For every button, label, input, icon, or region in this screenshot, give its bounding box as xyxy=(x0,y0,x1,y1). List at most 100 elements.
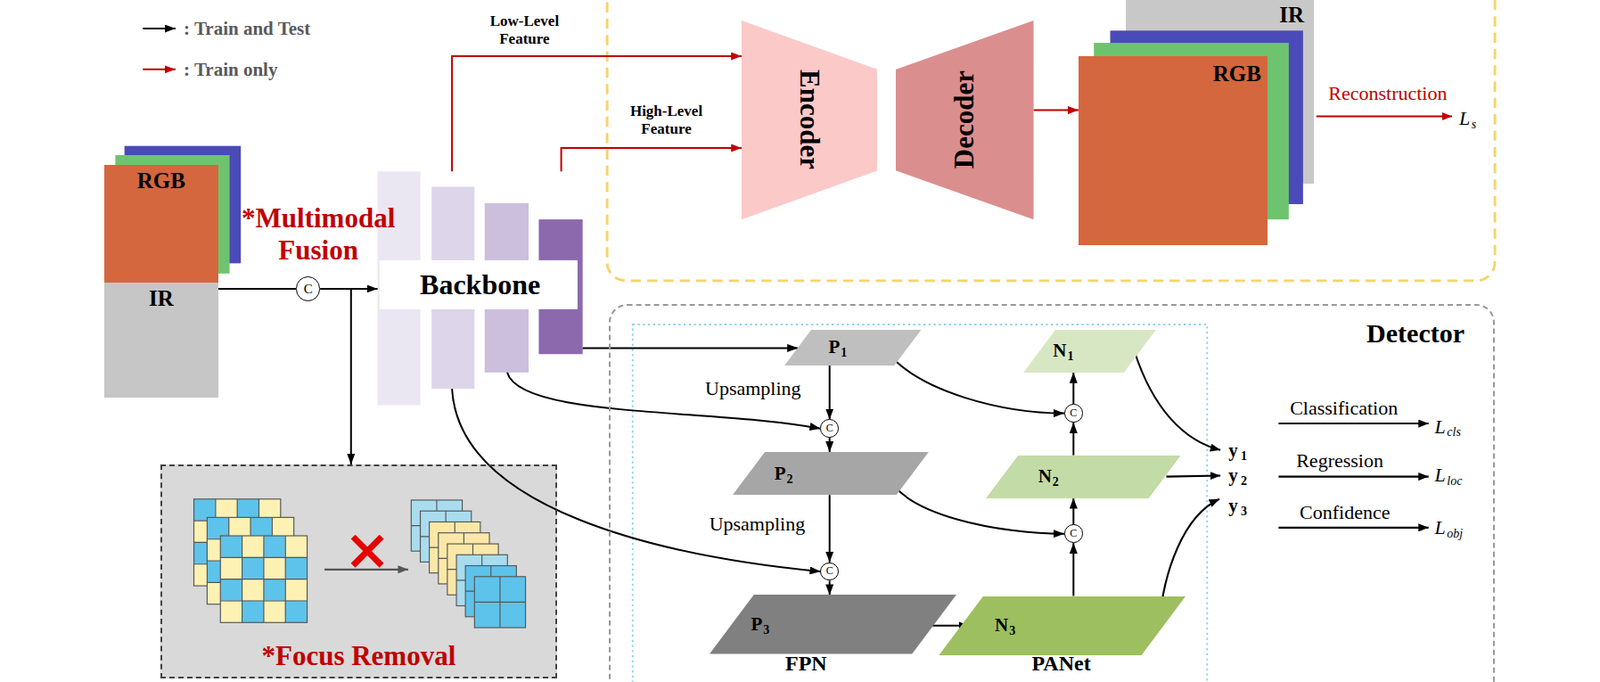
node-text: Decoder xyxy=(949,70,980,169)
detector-region: DetectorP1CP2CP3N1CN2CN3 xyxy=(608,303,1495,682)
connector xyxy=(1072,498,1075,526)
node-text: N xyxy=(994,615,1009,636)
node-text: C xyxy=(303,281,313,297)
node-text: IR xyxy=(148,286,174,312)
legend-sample xyxy=(142,68,176,71)
parallelogram-shape xyxy=(985,455,1182,499)
node-text: RGB xyxy=(1213,61,1262,87)
edge-label: High-Level Feature xyxy=(610,103,723,139)
parallelogram-shape xyxy=(784,329,921,366)
edge-label: Upsampling xyxy=(705,377,802,401)
diagram-label: cls xyxy=(1446,425,1461,440)
diagram-graphic xyxy=(474,576,526,628)
parallelogram-shape xyxy=(1023,329,1157,373)
loss-arrow xyxy=(1278,526,1428,529)
subscript-text: 2 xyxy=(1052,475,1059,489)
node-text: C xyxy=(826,565,834,577)
diagram-label: y xyxy=(1228,494,1239,517)
subscript-text: 2 xyxy=(787,472,794,486)
rgb-input-image: RGB xyxy=(104,164,219,283)
node-text: Encoder xyxy=(794,70,825,171)
connector xyxy=(218,287,296,290)
diagram-label: L xyxy=(1435,464,1446,487)
edge-label: Upsampling xyxy=(709,513,806,536)
channel-stack xyxy=(410,500,526,628)
node-text: N xyxy=(1052,340,1067,362)
concat-circle: C xyxy=(1064,403,1084,423)
illustration-layer xyxy=(114,0,1495,682)
diagram-graphic xyxy=(220,535,307,623)
diagram-label: y xyxy=(1228,464,1239,486)
parallelogram-fill xyxy=(985,455,1182,499)
connector xyxy=(1033,109,1079,112)
connector xyxy=(828,494,831,563)
diagram-label: 3 xyxy=(1240,503,1248,518)
checker-stack xyxy=(194,499,308,624)
diagram-label: Classification xyxy=(1289,396,1398,419)
diagram-label: L xyxy=(1435,415,1446,438)
decoder-block: Decoder xyxy=(895,20,1034,220)
loss-arrow xyxy=(1278,422,1428,425)
trapezoid-fill xyxy=(895,20,1034,220)
loss-arrow xyxy=(1316,114,1453,117)
diagram-label: loc xyxy=(1446,474,1462,489)
node-text: C xyxy=(1069,527,1077,540)
concat-circle: C xyxy=(295,276,320,301)
diagram-label: *Multimodal Fusion xyxy=(222,203,415,267)
parallelogram-fill xyxy=(784,329,921,366)
output-arrow xyxy=(1134,352,1221,451)
parallelogram-shape xyxy=(732,451,929,495)
subscript-text: 1 xyxy=(840,345,847,360)
diagram-label: Regression xyxy=(1296,450,1384,473)
diagram-graphic xyxy=(474,576,526,628)
diagram-label: y xyxy=(1228,439,1239,461)
diagram-label: obj xyxy=(1446,526,1463,542)
encoder-block: Encoder xyxy=(741,20,878,220)
loss-arrow xyxy=(1278,475,1428,478)
node-text: C xyxy=(826,422,834,435)
parallelogram-fill xyxy=(709,594,957,654)
connector xyxy=(1072,422,1075,456)
connector xyxy=(451,56,742,172)
pan-feature-map: N2 xyxy=(985,455,1182,499)
output-arrow xyxy=(1165,475,1221,476)
neck-region xyxy=(632,324,1208,682)
diagram-label: 1 xyxy=(1240,449,1248,464)
fpn-feature-map: P3 xyxy=(709,594,957,654)
backbone-label-ground xyxy=(379,260,578,310)
node-text: P xyxy=(750,614,763,635)
focus-removal-box: *Focus Removal xyxy=(160,464,558,679)
parallelogram-fill xyxy=(938,596,1186,656)
reconstruction-region xyxy=(607,0,1495,281)
pan-feature-map: N3 xyxy=(938,596,1186,656)
node-text: *Focus Removal xyxy=(261,640,456,672)
rgb-output-image: RGB xyxy=(1078,56,1268,246)
legend-text: : Train only xyxy=(183,58,278,81)
parallelogram-fill xyxy=(732,451,929,495)
subscript-text: 3 xyxy=(763,623,770,637)
parallelogram-shape xyxy=(709,594,957,654)
diagram-label: L xyxy=(1435,516,1446,539)
concat-circle: C xyxy=(820,418,839,438)
diagram-label: Confidence xyxy=(1299,500,1390,524)
node-text: Detector xyxy=(1366,318,1465,348)
edge-label: Low-Level Feature xyxy=(467,13,581,49)
pan-feature-map: N1 xyxy=(1023,329,1157,373)
fpn-feature-map: P2 xyxy=(732,451,929,495)
fpn-feature-map: P1 xyxy=(784,329,921,366)
connector xyxy=(507,372,821,429)
node-text: RGB xyxy=(137,168,186,194)
connector xyxy=(320,288,351,465)
concat-circle: C xyxy=(820,562,839,582)
diagram-label: Reconstruction xyxy=(1328,82,1447,106)
trapezoid-fill xyxy=(741,20,878,220)
connector xyxy=(828,437,831,452)
parallelogram-shape xyxy=(938,596,1186,656)
diagram-label: FPN xyxy=(785,651,828,677)
connector xyxy=(1072,542,1075,597)
concat-circle: C xyxy=(1064,524,1084,543)
ir-input-image: IR xyxy=(104,282,219,398)
focus-ground xyxy=(160,464,558,679)
